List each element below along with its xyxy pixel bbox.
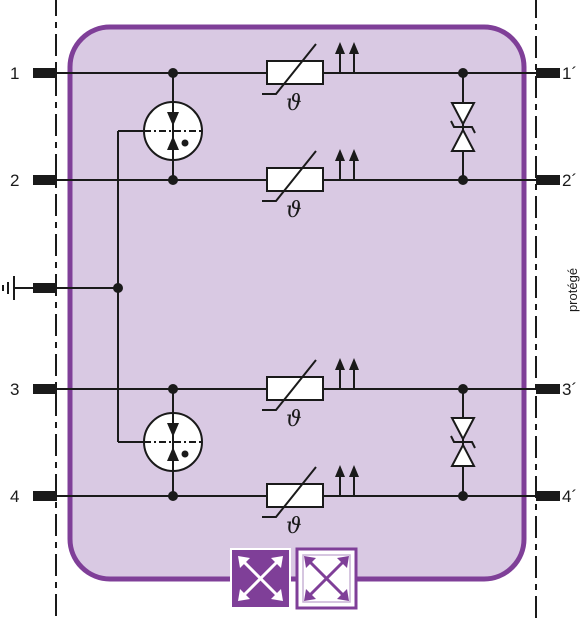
terminal-2-out (536, 175, 560, 185)
gas-discharge-tube-icon (143, 101, 203, 161)
label-out-2: 2´ (562, 171, 577, 190)
input-terminals (33, 68, 57, 501)
ptc-thermistor-icon (262, 465, 359, 518)
label-out-1: 1´ (562, 64, 577, 83)
ptc-thermistor-icon (262, 358, 359, 411)
terminal-4-out (536, 491, 560, 501)
label-out-3: 3´ (562, 380, 577, 399)
tvs-diode-icon (450, 417, 476, 467)
ptc-thermistor-icon (262, 149, 359, 202)
label-in-2: 2 (10, 171, 19, 190)
status-indicator-dark-icon (230, 548, 291, 609)
protected-side-label: protégé (565, 268, 580, 312)
terminal-1-out (536, 68, 560, 78)
gas-discharge-tube-icon (143, 412, 203, 472)
label-in-1: 1 (10, 64, 19, 83)
label-in-4: 4 (10, 487, 19, 506)
ptc-thermistor-icon (262, 42, 359, 95)
ground-icon (2, 276, 33, 300)
label-in-3: 3 (10, 380, 19, 399)
terminal-3-out (536, 384, 560, 394)
tvs-diode-icon (450, 102, 476, 152)
output-terminals (536, 68, 560, 501)
terminal-2-in (33, 175, 57, 185)
status-indicator-light-icon (295, 547, 358, 610)
thermistor-symbol: ϑ (286, 407, 302, 432)
thermistor-symbol: ϑ (286, 514, 302, 539)
terminal-ground-in (33, 283, 57, 293)
terminal-4-in (33, 491, 57, 501)
label-out-4: 4´ (562, 487, 577, 506)
terminal-1-in (33, 68, 57, 78)
junction-dots (113, 68, 468, 501)
thermistor-symbol: ϑ (286, 91, 302, 116)
thermistor-symbol: ϑ (286, 198, 302, 223)
terminal-3-in (33, 384, 57, 394)
